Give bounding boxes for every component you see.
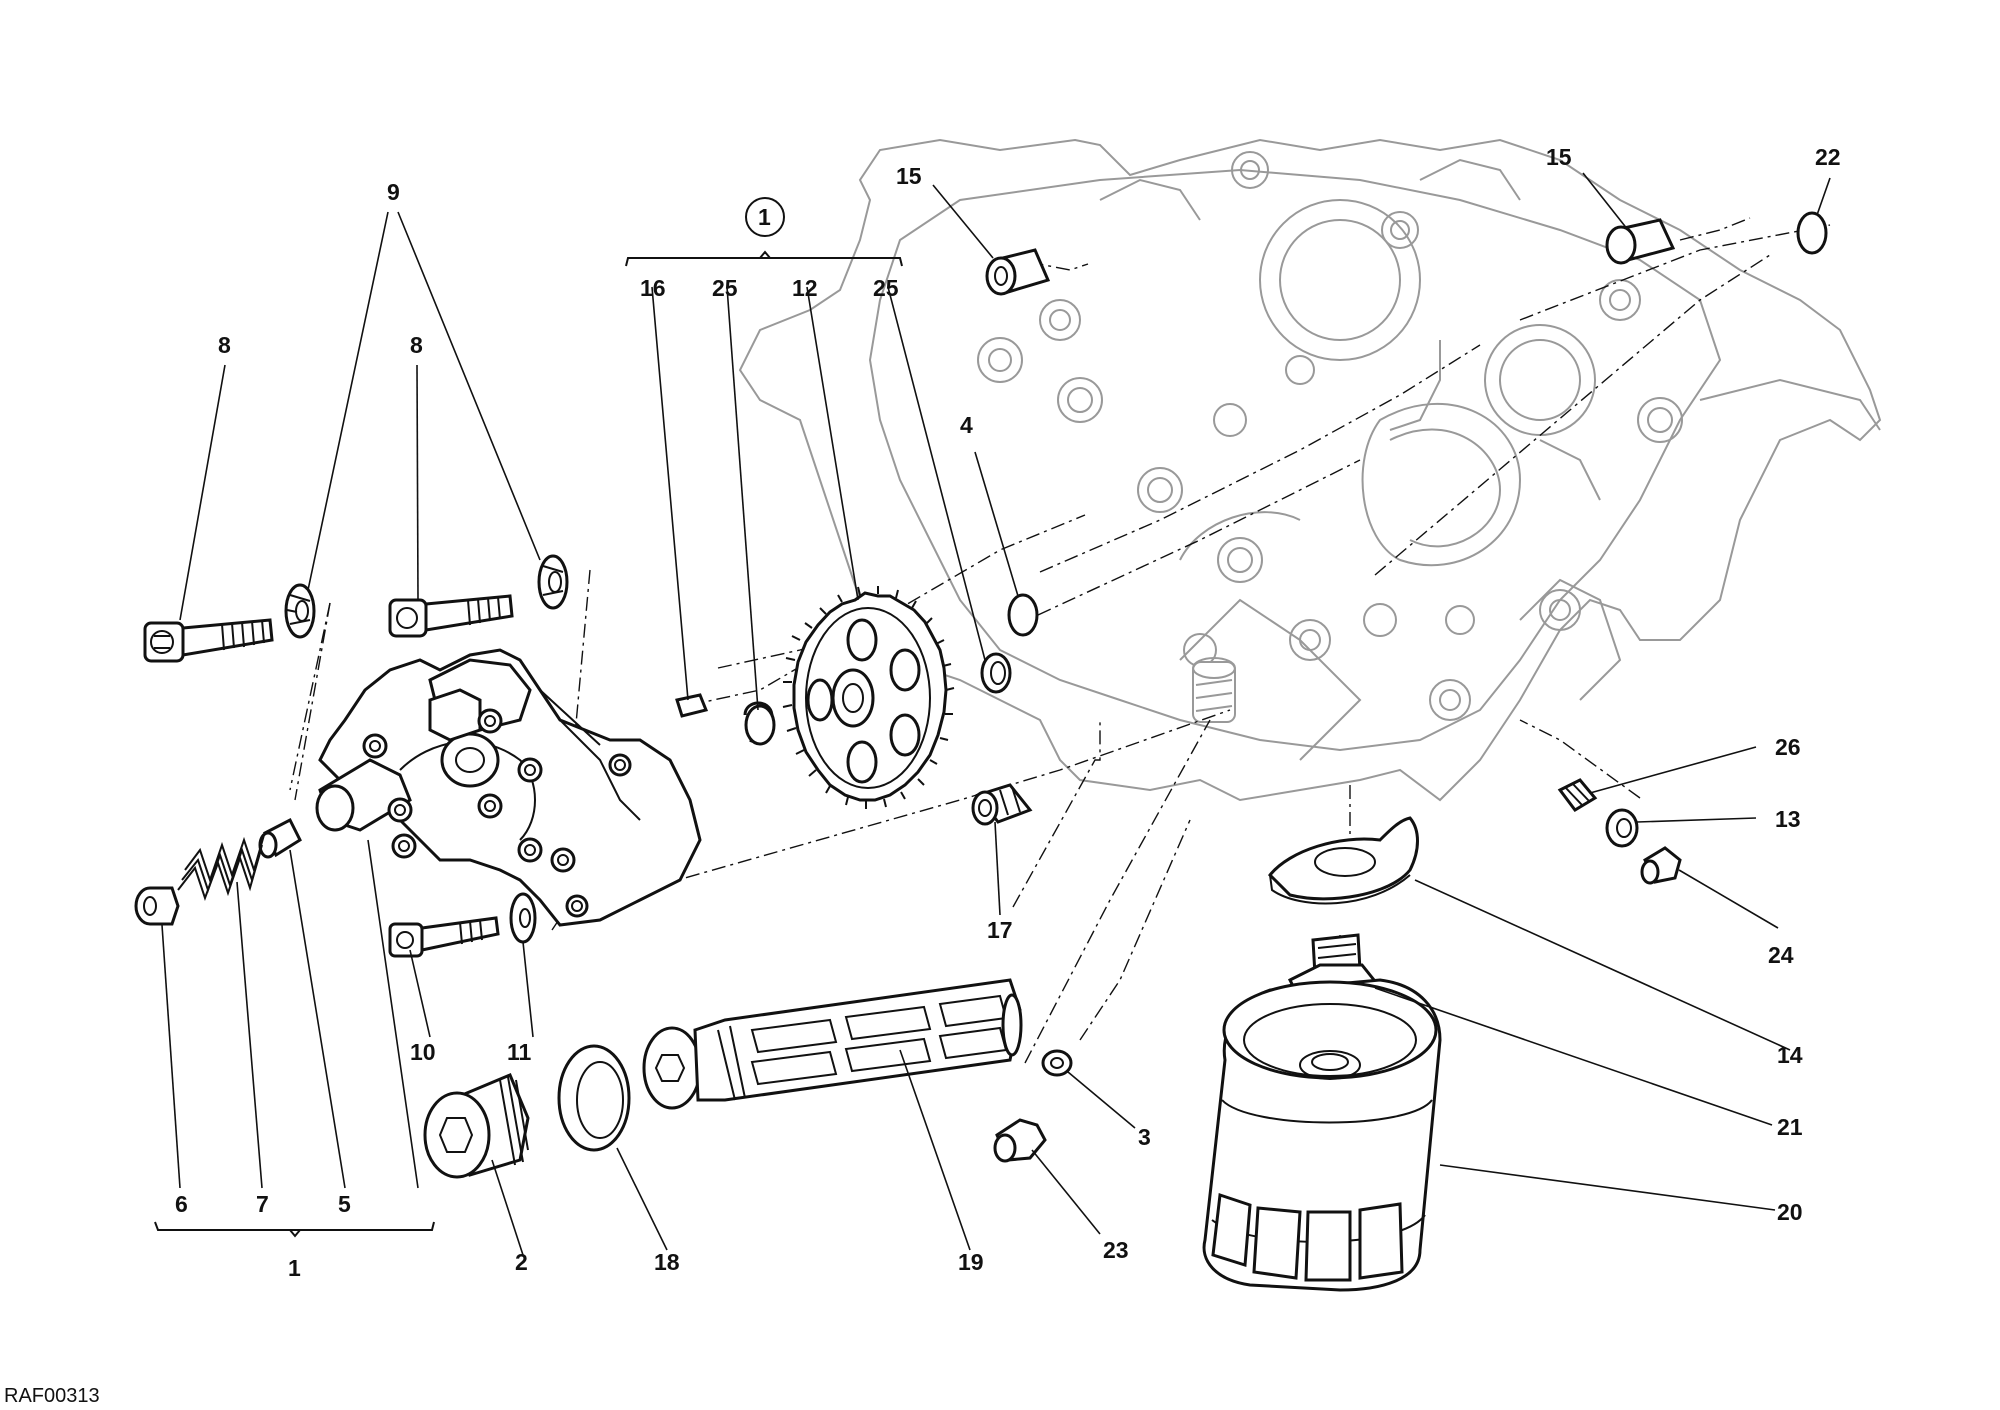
callout-3: 3 xyxy=(1138,1124,1151,1150)
group-bracket-1 xyxy=(154,1221,435,1238)
callout-1: 1 xyxy=(288,1255,301,1281)
bolt-10 xyxy=(388,916,500,958)
plug-26 xyxy=(1557,778,1598,812)
callout-25-right: 25 xyxy=(873,275,899,301)
callout-10: 10 xyxy=(410,1039,436,1065)
callout-19: 19 xyxy=(958,1249,984,1275)
leader-lines xyxy=(161,172,1831,1256)
callout-13: 13 xyxy=(1775,806,1801,832)
callout-18: 18 xyxy=(654,1249,680,1275)
drain-plug-23 xyxy=(993,1118,1047,1163)
callout-25-left: 25 xyxy=(712,275,738,301)
drawing-code: RAF00313 xyxy=(4,1385,100,1407)
washer-9-left xyxy=(284,583,316,639)
callout-6: 6 xyxy=(175,1191,188,1217)
washer-11 xyxy=(509,892,537,944)
circlip-25-left xyxy=(743,701,776,746)
oil-pump-gear-12 xyxy=(782,586,955,809)
dowel-15-left xyxy=(985,248,1051,296)
plug-24 xyxy=(1640,846,1682,885)
bush-17 xyxy=(971,783,1033,826)
washer-13 xyxy=(1605,808,1639,848)
callout-14: 14 xyxy=(1777,1042,1803,1068)
callout-15-left: 15 xyxy=(896,163,922,189)
callout-8-left: 8 xyxy=(218,332,231,358)
callout-16: 16 xyxy=(640,275,666,301)
oil-filter-screen-19 xyxy=(642,978,1023,1110)
relief-valve-plug-6 xyxy=(134,886,180,926)
callout-11: 11 xyxy=(507,1039,532,1065)
dowel-15-right xyxy=(1605,218,1676,265)
oil-pump-body xyxy=(315,648,702,927)
sealing-ring-18 xyxy=(557,1044,631,1152)
key-16 xyxy=(675,693,709,718)
callout-2: 2 xyxy=(515,1249,528,1275)
bolt-8-left xyxy=(143,618,274,663)
group-symbol-label: 1 xyxy=(758,204,771,230)
relief-valve-piston-5 xyxy=(258,817,302,859)
baffle-14 xyxy=(1267,816,1419,905)
o-ring-22 xyxy=(1796,211,1828,255)
callout-24: 24 xyxy=(1768,942,1794,968)
callout-9: 9 xyxy=(387,179,400,205)
washer-9-right xyxy=(537,554,569,610)
callout-labels: 1 2 3 4 5 6 7 8 8 9 10 11 12 13 14 15 15… xyxy=(4,144,1841,1407)
callout-17: 17 xyxy=(987,917,1013,943)
callout-5: 5 xyxy=(338,1191,351,1217)
circlip-25-right xyxy=(980,652,1012,694)
oil-filter-cartridge-20 xyxy=(1202,978,1442,1292)
callout-20: 20 xyxy=(1777,1199,1803,1225)
callout-4: 4 xyxy=(960,412,973,438)
relief-valve-spring-7 xyxy=(177,834,265,902)
callout-22: 22 xyxy=(1815,144,1841,170)
plug-2 xyxy=(423,1073,530,1179)
callout-12: 12 xyxy=(792,275,818,301)
o-ring-4 xyxy=(1007,593,1039,637)
bolt-8-right xyxy=(388,594,514,638)
callout-23: 23 xyxy=(1103,1237,1129,1263)
callout-26: 26 xyxy=(1775,734,1801,760)
group-bracket-kit xyxy=(625,197,903,267)
callout-8-right: 8 xyxy=(410,332,423,358)
sealing-washer-3 xyxy=(1041,1049,1073,1077)
callout-15-right: 15 xyxy=(1546,144,1572,170)
callout-21: 21 xyxy=(1777,1114,1803,1140)
callout-7: 7 xyxy=(256,1191,269,1217)
